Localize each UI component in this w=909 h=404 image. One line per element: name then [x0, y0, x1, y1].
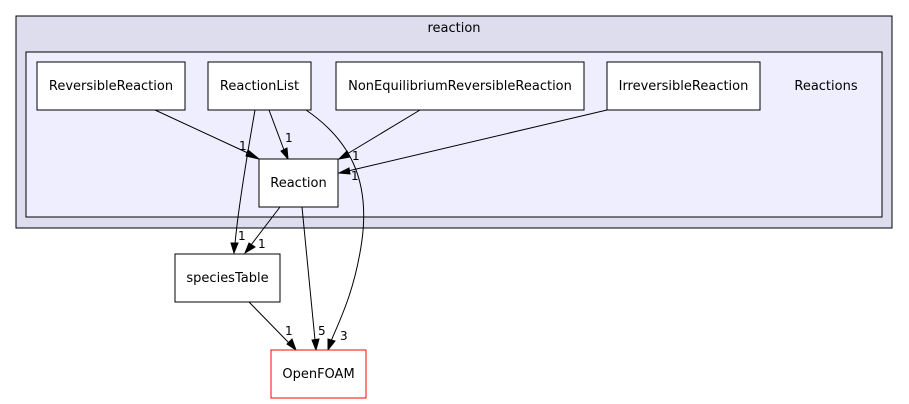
edge-reaction-species	[250, 206, 281, 246]
node-species-table[interactable]: speciesTable	[174, 253, 281, 303]
edge-label: 1	[285, 131, 293, 145]
arrowhead	[337, 167, 351, 175]
node-reaction-list[interactable]: ReactionList	[207, 61, 312, 111]
edge-label: 1	[352, 149, 360, 163]
edge-label: 1	[238, 229, 246, 243]
node-species-table-label: speciesTable	[186, 271, 268, 286]
node-nonequilibrium-label: NonEquilibriumReversibleReaction	[348, 79, 572, 94]
arrowhead	[286, 338, 297, 352]
node-irreversible-label: IrreversibleReaction	[619, 79, 749, 94]
arrowhead	[280, 147, 289, 161]
edge-label: 3	[340, 329, 348, 343]
edge-label: 1	[239, 139, 247, 153]
arrowhead	[311, 338, 320, 352]
node-reversible-reaction-label: ReversibleReaction	[49, 79, 173, 94]
edge-reaction-openfoam	[301, 206, 316, 341]
node-openfoam-label: OpenFOAM	[282, 367, 354, 382]
edge-label: 1	[258, 237, 266, 251]
edge-label: 5	[318, 324, 326, 338]
edges: 1 1 1 1 1 1 1 5 3	[154, 109, 608, 352]
node-reaction-label: Reaction	[270, 176, 326, 191]
edge-list-reaction	[268, 109, 285, 151]
edge-list-species	[234, 109, 256, 245]
node-irreversible-reaction[interactable]: IrreversibleReaction	[606, 61, 761, 111]
edge-species-openfoam	[248, 301, 290, 344]
edge-list-openfoam	[305, 109, 365, 342]
cluster-reactions-label: Reactions	[794, 79, 857, 94]
arrowhead	[230, 242, 239, 255]
edge-label: 1	[285, 324, 293, 338]
arrowhead	[243, 242, 256, 255]
node-reversible-reaction[interactable]: ReversibleReaction	[36, 61, 186, 111]
edge-nonequilibrium-reaction	[346, 109, 421, 155]
node-openfoam[interactable]: OpenFOAM	[270, 349, 367, 399]
arrowhead	[327, 338, 336, 352]
edge-irreversible-reaction	[347, 109, 608, 172]
node-reaction[interactable]: Reaction	[258, 158, 339, 208]
cluster-reaction-label: reaction	[427, 21, 480, 36]
node-nonequilibrium-reversible-reaction[interactable]: NonEquilibriumReversibleReaction	[335, 61, 585, 111]
edge-reversible-reaction	[154, 109, 251, 155]
edge-label: 1	[351, 169, 359, 183]
arrowhead	[245, 149, 260, 160]
node-reaction-list-label: ReactionList	[220, 79, 299, 94]
